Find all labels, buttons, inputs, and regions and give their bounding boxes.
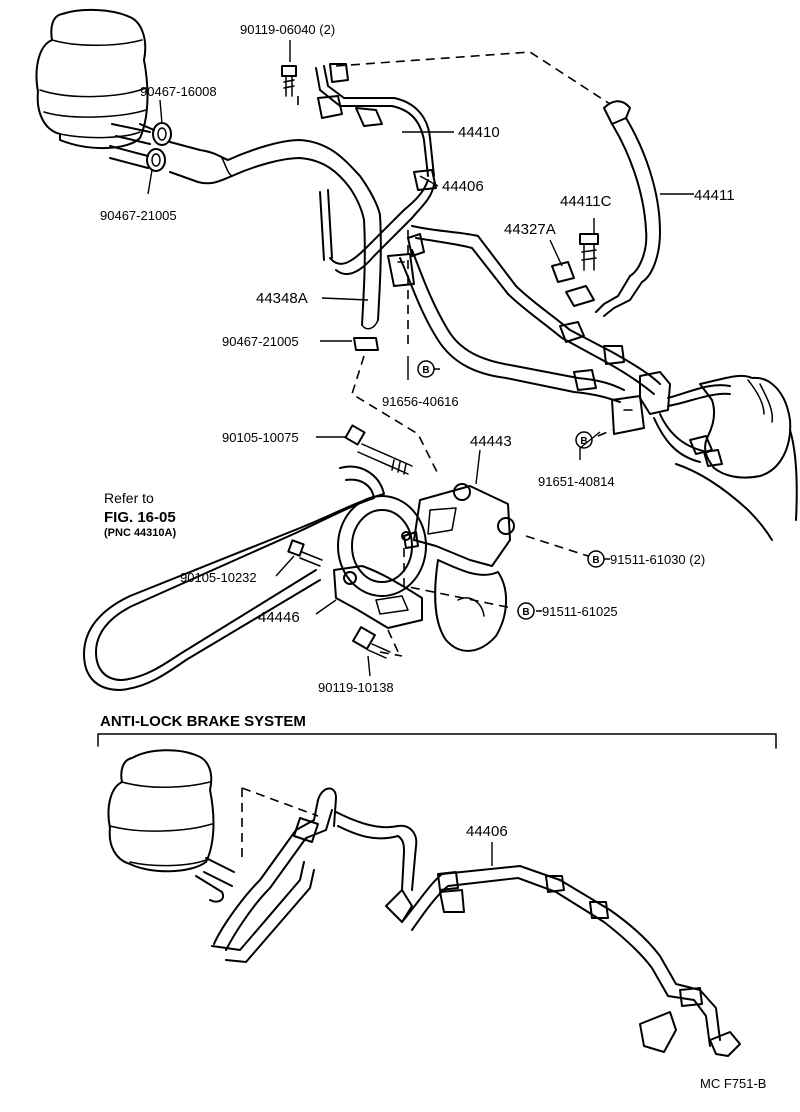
part-label-44411: 44411	[694, 187, 735, 204]
union-fitting-upper-1	[329, 63, 349, 83]
part-label-44410: 44410	[458, 124, 500, 141]
part-label-90119-10138: 90119-10138	[318, 680, 394, 695]
part-label-90105-10232: 90105-10232	[180, 570, 257, 585]
part-label-90467-21005-top: 90467-21005	[100, 208, 177, 223]
hose-clamp-lower	[146, 148, 166, 172]
bolt-mark-3: B	[587, 550, 605, 568]
refer-figure-text: FIG. 16-05	[104, 509, 176, 526]
bolt-90119-10138	[352, 626, 391, 659]
part-label-90119-06040: 90119-06040 (2)	[240, 22, 335, 37]
section-bracket	[97, 733, 777, 749]
bolt-90105-10075	[344, 424, 413, 475]
part-label-90467-16008: 90467-16008	[140, 84, 217, 99]
part-label-44446: 44446	[258, 609, 300, 626]
abs-pressure-line-44406	[401, 865, 741, 1057]
figure-reference: Refer to FIG. 16-05 (PNC 44310A)	[104, 490, 176, 539]
return-hose	[169, 139, 382, 330]
bolt-mark-label: B	[592, 555, 599, 566]
clip-44327A	[551, 261, 575, 283]
refer-pnc-text: (PNC 44310A)	[104, 527, 176, 539]
part-label-91511-61025: 91511-61025	[542, 604, 618, 619]
bolt-90105-10232	[287, 539, 323, 567]
pressure-line-44406	[411, 225, 661, 395]
part-label-90467-21005: 90467-21005	[222, 334, 299, 349]
bolt-mark-4: B	[517, 602, 535, 620]
steering-gear	[611, 371, 798, 541]
part-label-44348A: 44348A	[256, 290, 308, 307]
union-fitting-upper-3	[413, 169, 437, 191]
union-fitting-upper-2	[317, 95, 383, 127]
part-label-91656-40616: 91656-40616	[382, 394, 459, 409]
reservoir-tank	[35, 8, 149, 149]
bolt-90119-06040	[281, 65, 297, 97]
union-fitting-gear	[407, 233, 425, 257]
part-label-44406: 44406	[442, 178, 484, 195]
section-title: ANTI-LOCK BRAKE SYSTEM	[100, 713, 306, 730]
dashed-guides-top	[297, 51, 613, 657]
pressure-hose-44411	[565, 100, 661, 317]
abs-return-pipe	[211, 787, 418, 963]
part-label-44327A: 44327A	[504, 221, 556, 238]
drive-belt	[83, 465, 385, 691]
bolt-mark-2: B	[575, 431, 593, 449]
bolt-mark-1: B	[417, 360, 435, 378]
part-label-44406-abs: 44406	[466, 823, 508, 840]
figure-code: MC F751-B	[700, 1076, 766, 1091]
bracket-mount	[387, 253, 415, 287]
bolt-44411C	[579, 233, 599, 271]
leader-lines-top	[147, 40, 694, 677]
hose-clamp-upper	[152, 122, 172, 146]
bolt-mark-label: B	[580, 436, 587, 447]
bolt-mark-label: B	[422, 365, 429, 376]
part-label-90105-10075: 90105-10075	[222, 430, 299, 445]
reservoir-tank-abs	[107, 749, 235, 903]
part-label-44411C: 44411C	[560, 193, 612, 210]
pressure-hose-lower	[399, 249, 625, 403]
refer-to-text: Refer to	[104, 490, 154, 506]
reservoir-outlets	[109, 123, 155, 169]
part-label-44443: 44443	[470, 433, 512, 450]
bolt-mark-label: B	[522, 607, 529, 618]
hose-clamp-44348A	[353, 337, 379, 351]
dashed-guides-abs	[241, 787, 319, 860]
part-label-91651-40814: 91651-40814	[538, 474, 615, 489]
part-label-91511-61030: 91511-61030 (2)	[610, 552, 705, 567]
bracket-44446	[333, 565, 423, 629]
